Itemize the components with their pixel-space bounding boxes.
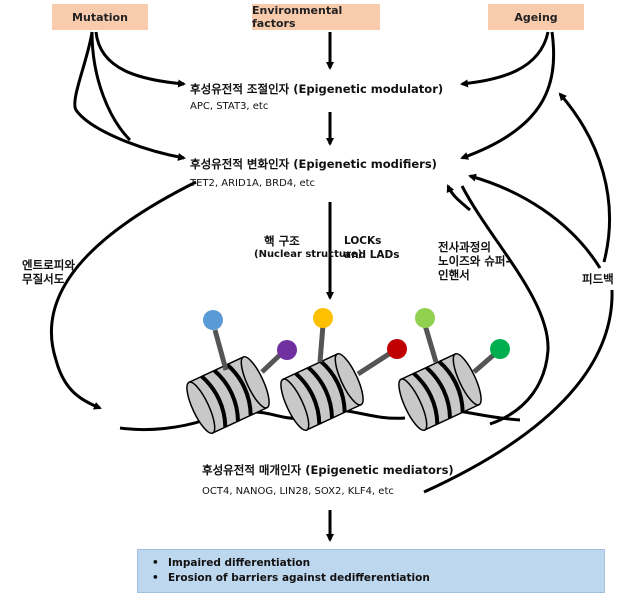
mark-ball-yellow (313, 308, 333, 328)
dna-strand (119, 408, 521, 432)
mediators-examples: OCT4, NANOG, LIN28, SOX2, KLF4, etc (202, 486, 394, 497)
locks-lads-label: LOCKs and LADs (344, 235, 400, 261)
environmental-factors-box: Environmental factors (252, 4, 380, 30)
histone-tail-yellow (317, 324, 326, 363)
mark-ball-red (387, 339, 407, 359)
arrow-noise-loop (460, 185, 550, 426)
outcome-item: •Erosion of barriers against dedifferent… (152, 572, 430, 584)
mark-ball-lightgreen (415, 308, 435, 328)
modulator-label: 후성유전적 조절인자 (Epigenetic modulator) (190, 82, 444, 96)
arrow-feedback-from-mediators (423, 289, 614, 494)
entropy-label: 엔트로피와 무질서도 (22, 258, 75, 286)
outcome-item: •Impaired differentiation (152, 557, 311, 569)
feedback-label: 피드백 (582, 272, 614, 286)
modifiers-examples: TET2, ARID1A, BRD4, etc (190, 178, 316, 189)
arrow-feedback-to-ageing-side (558, 92, 611, 263)
arrow-ageing-to-modulator (460, 31, 550, 88)
mutation-box: Mutation (52, 4, 148, 30)
nucleosome-1 (186, 355, 270, 435)
outcome-box: •Impaired differentiation •Erosion of ba… (137, 549, 605, 593)
mutation-label: Mutation (72, 10, 128, 24)
modulator-examples: APC, STAT3, etc (190, 101, 269, 112)
arrow-noise-to-modifiers (446, 184, 471, 212)
arrow-entropy-to-nucleosome (49, 180, 197, 410)
ageing-box: Ageing (488, 4, 584, 30)
nucleosome-2 (280, 352, 364, 432)
mark-ball-green (490, 339, 510, 359)
ageing-label: Ageing (514, 10, 558, 24)
modifiers-label: 후성유전적 변화인자 (Epigenetic modifiers) (190, 157, 437, 171)
arrow-mutation-left-branch (73, 31, 186, 161)
arrow-mutation-to-modulator (94, 31, 186, 88)
arrow-feedback-to-modifiers (468, 173, 602, 269)
arrow-mutation-inner (90, 31, 132, 142)
nucleosome-3 (398, 352, 482, 432)
histone-tail-red (356, 349, 394, 377)
transcriptional-noise-label: 전사과정의 노이즈와 슈퍼- 인핸서 (438, 240, 511, 282)
mediators-label: 후성유전적 매개인자 (Epigenetic mediators) (202, 463, 454, 477)
nuclear-structure-label: 핵 구조 (Nuclear structure) (254, 234, 363, 260)
mark-ball-blue (203, 310, 223, 330)
mark-ball-purple (277, 340, 297, 360)
arrow-ageing-to-modifiers (460, 31, 556, 160)
histone-tail-blue (212, 329, 229, 371)
histone-tail-lightgreen (422, 324, 439, 363)
environmental-factors-label: Environmental factors (252, 4, 343, 30)
